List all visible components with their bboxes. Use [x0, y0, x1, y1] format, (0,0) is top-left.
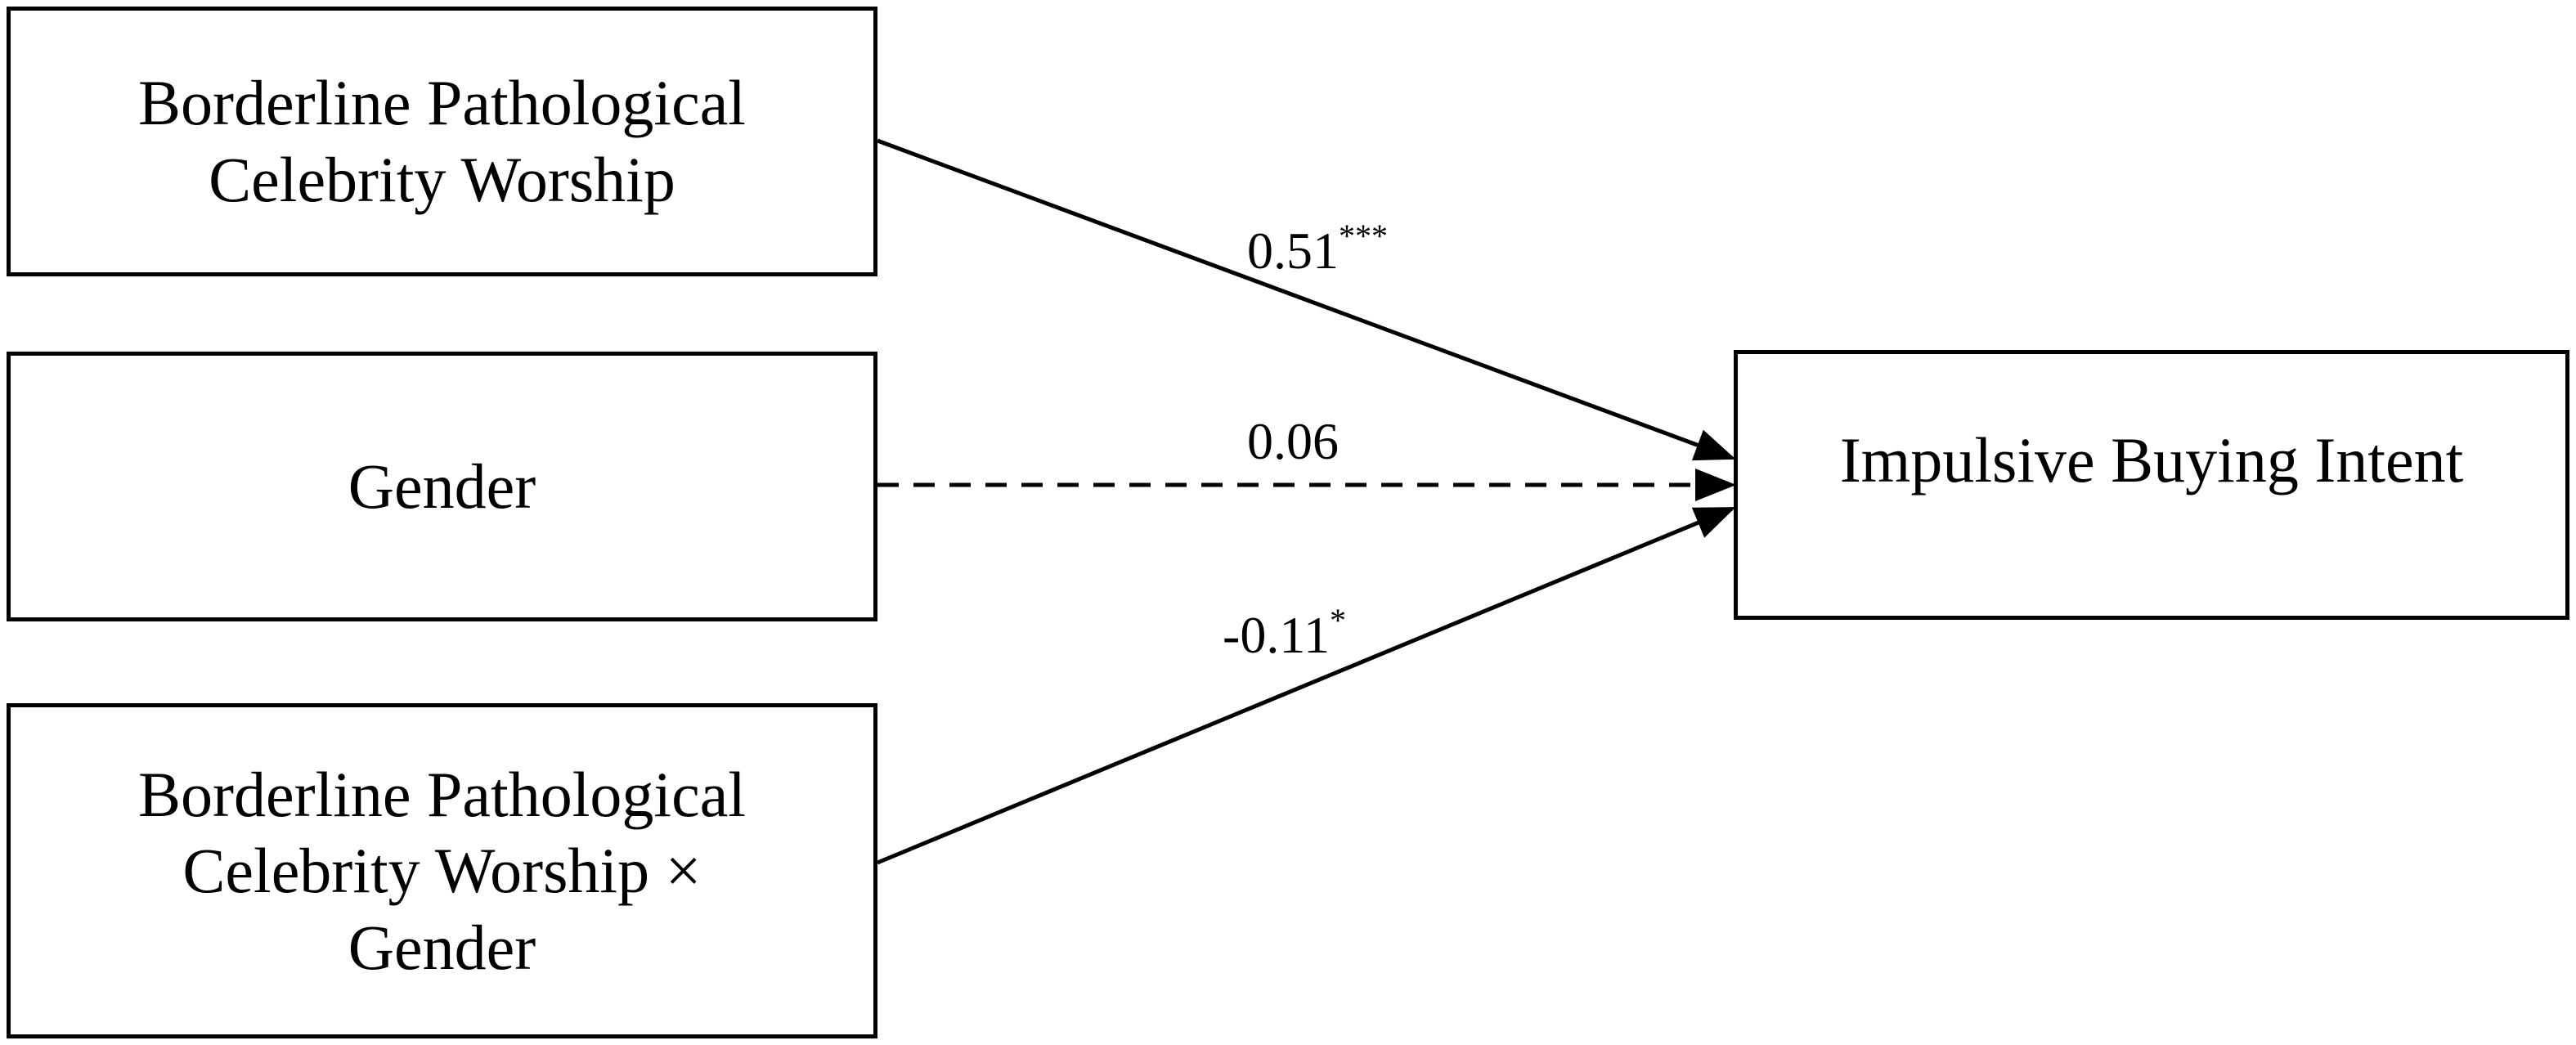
node-outcome-line-1: Impulsive Buying Intent	[1839, 424, 2464, 496]
coefficient-value-moderator: 0.06	[1247, 412, 1339, 470]
node-moderator-line-1: Gender	[348, 451, 536, 522]
node-gender: Gender	[7, 352, 877, 621]
coefficient-label-interaction: -0.11*	[1223, 604, 1346, 664]
node-predictor-line-2: Celebrity Worship	[209, 144, 675, 215]
coefficient-label-moderator: 0.06	[1247, 415, 1339, 468]
coefficient-value-interaction: -0.11	[1223, 606, 1330, 664]
coefficient-label-predictor: 0.51***	[1247, 220, 1388, 280]
node-interaction-term: Borderline Pathological Celebrity Worshi…	[7, 703, 877, 1038]
coefficient-value-predictor: 0.51	[1247, 222, 1339, 280]
node-borderline-pathological-celebrity-worship: Borderline Pathological Celebrity Worshi…	[7, 7, 877, 276]
node-impulsive-buying-intent: Impulsive Buying Intent	[1734, 350, 2569, 620]
significance-marker-interaction: *	[1329, 602, 1346, 639]
node-interaction-line-2: Celebrity Worship ×	[182, 835, 702, 907]
significance-marker-predictor: ***	[1339, 218, 1388, 254]
arrow-interaction-to-outcome	[877, 506, 1736, 865]
arrow-predictor-to-outcome	[877, 138, 1736, 461]
node-predictor-line-1: Borderline Pathological	[138, 67, 746, 139]
node-interaction-line-3: Gender	[348, 911, 536, 983]
node-interaction-line-1: Borderline Pathological	[138, 758, 746, 830]
